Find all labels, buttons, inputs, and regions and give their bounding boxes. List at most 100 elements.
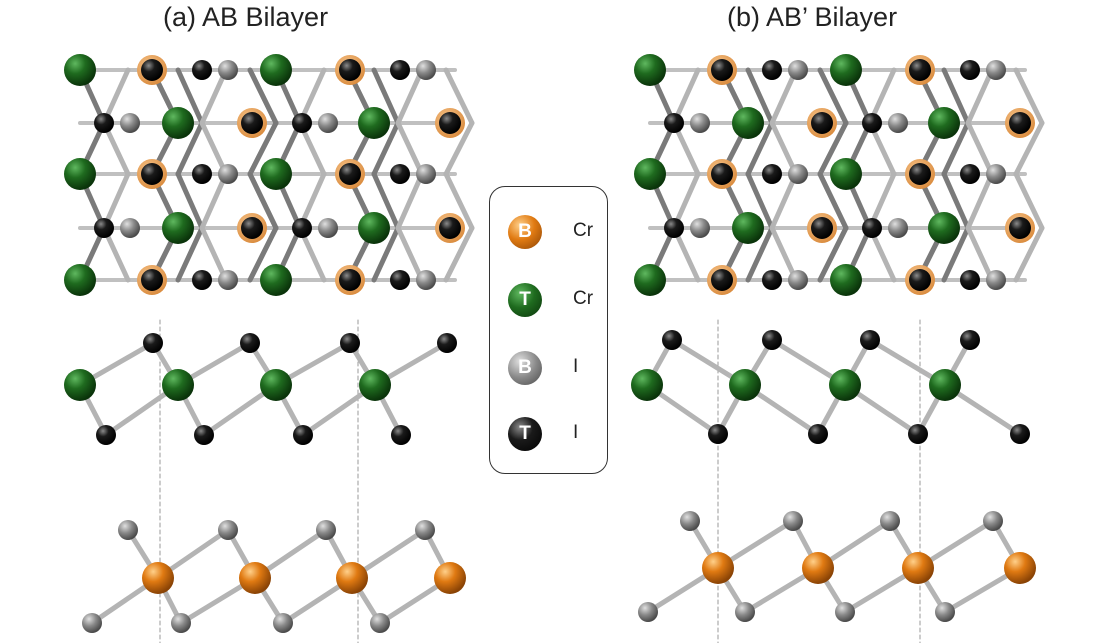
top-cr-atom — [64, 158, 96, 190]
bottom-i-atom — [416, 164, 436, 184]
bottom-i-atom — [783, 511, 803, 531]
bottom-i-atom — [218, 60, 238, 80]
top-cr-atom — [260, 369, 292, 401]
top-cr-atom — [162, 369, 194, 401]
top-cr-atom — [64, 369, 96, 401]
bond — [175, 120, 205, 177]
bottom-i-atom — [120, 218, 140, 238]
panel-b-title: (b) AB’ Bilayer — [727, 2, 898, 32]
bond — [1013, 120, 1045, 177]
bond — [395, 67, 425, 126]
bond — [395, 120, 425, 177]
top-i-atom — [141, 59, 163, 81]
bond — [247, 225, 279, 283]
bond — [817, 67, 849, 126]
top-i-atom — [192, 60, 212, 80]
top-cr-atom — [634, 264, 666, 296]
top-i-atom — [339, 59, 361, 81]
bottom-i-atom — [415, 520, 435, 540]
top-cr-atom — [358, 107, 390, 139]
bottom-i-atom — [82, 613, 102, 633]
top-cr-atom — [359, 369, 391, 401]
top-i-atom — [241, 217, 263, 239]
legend-label: Cr — [573, 220, 594, 241]
bottom-i-atom — [986, 60, 1006, 80]
top-cr-atom — [634, 54, 666, 86]
top-i-atom — [96, 425, 116, 445]
bond — [247, 120, 279, 177]
top-i-atom — [762, 164, 782, 184]
top-i-atom — [94, 113, 114, 133]
bottom-i-atom — [218, 270, 238, 290]
top-i-atom — [909, 163, 931, 185]
top-i-atom — [141, 163, 163, 185]
top-i-atom — [1010, 424, 1030, 444]
bottom-i-atom — [986, 164, 1006, 184]
bond — [371, 225, 401, 283]
legend-item-bottom-i: B I — [490, 347, 609, 387]
top-i-atom — [192, 270, 212, 290]
bond — [745, 67, 775, 126]
top-i-atom — [194, 425, 214, 445]
bottom-i-atom — [690, 113, 710, 133]
bond — [769, 171, 799, 231]
bond — [247, 171, 279, 231]
bond — [965, 120, 995, 177]
top-i-atom — [1009, 112, 1031, 134]
bond — [199, 120, 229, 177]
bond — [745, 225, 775, 283]
bottom-i-atom — [835, 602, 855, 622]
bottom-i-atom — [218, 164, 238, 184]
bottom-i-atom — [171, 613, 191, 633]
top-i-atom — [391, 425, 411, 445]
bond — [941, 225, 971, 283]
top-i-atom — [711, 59, 733, 81]
top-i-atom — [862, 113, 882, 133]
top-i-atom — [711, 269, 733, 291]
top-i-atom — [960, 164, 980, 184]
top-cr-atom — [928, 107, 960, 139]
top-i-atom — [292, 218, 312, 238]
bond — [769, 67, 799, 126]
top-i-atom — [1009, 217, 1031, 239]
bottom-i-atom — [118, 520, 138, 540]
bond — [371, 120, 401, 177]
top-i-atom — [141, 269, 163, 291]
top-i-atom — [390, 270, 410, 290]
top-i-atom — [439, 217, 461, 239]
top-i-atom — [960, 60, 980, 80]
top-i-atom — [390, 164, 410, 184]
top-cr-atom — [830, 264, 862, 296]
bottom-i-atom — [316, 520, 336, 540]
bond — [395, 171, 425, 231]
top-cr-atom — [830, 54, 862, 86]
bottom-i-atom — [788, 270, 808, 290]
bottom-i-atom — [416, 60, 436, 80]
bond — [443, 225, 475, 283]
top-i-atom — [960, 270, 980, 290]
top-i-atom — [860, 330, 880, 350]
top-i-atom — [292, 113, 312, 133]
top-i-atom — [439, 112, 461, 134]
top-i-atom-icon: T — [508, 417, 542, 451]
top-i-atom — [909, 269, 931, 291]
legend: B Cr T Cr B I T I — [489, 186, 608, 474]
top-i-atom — [762, 330, 782, 350]
bond — [941, 120, 971, 177]
top-cr-atom — [260, 158, 292, 190]
top-i-atom — [762, 270, 782, 290]
bond — [199, 171, 229, 231]
bond — [817, 225, 849, 283]
bond — [1013, 171, 1045, 231]
top-i-atom — [708, 424, 728, 444]
top-cr-atom — [162, 107, 194, 139]
bond — [817, 171, 849, 231]
top-i-atom — [664, 113, 684, 133]
bond — [745, 120, 775, 177]
bottom-i-atom — [318, 218, 338, 238]
bottom-cr-atom — [239, 562, 271, 594]
bottom-i-atom — [788, 164, 808, 184]
top-i-atom — [192, 164, 212, 184]
top-cr-atom — [829, 369, 861, 401]
top-cr-atom — [634, 158, 666, 190]
